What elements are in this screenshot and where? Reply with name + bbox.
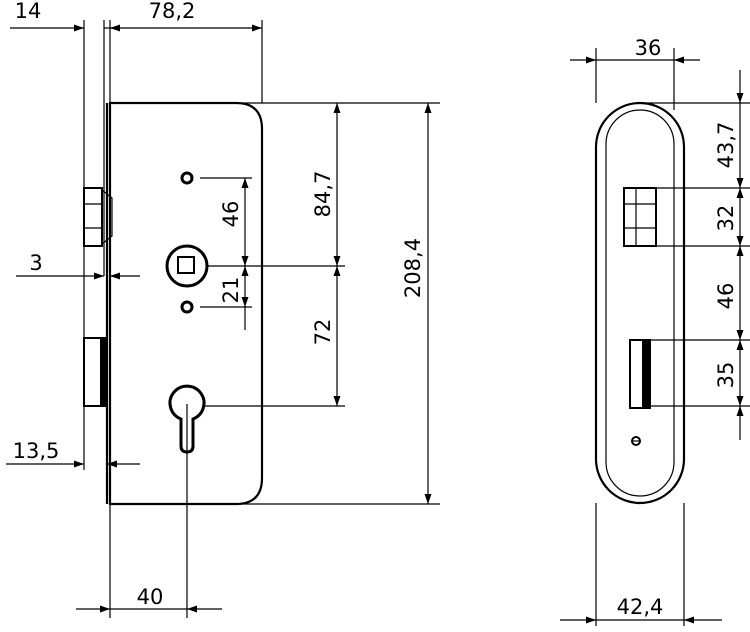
dim-label-35: 35 bbox=[714, 362, 738, 389]
dim-label-36: 36 bbox=[635, 36, 662, 60]
screw-hole-top bbox=[180, 171, 194, 185]
faceplate-inner bbox=[605, 109, 675, 497]
dim-label-208-4: 208,4 bbox=[401, 238, 425, 298]
dead-bolt bbox=[83, 337, 107, 407]
dim-label-84-7: 84,7 bbox=[311, 171, 335, 218]
dim-label-72: 72 bbox=[311, 319, 335, 346]
dim-label-42-4: 42,4 bbox=[617, 595, 664, 619]
front-view: 14 78,2 46 21 84,7 72 208,4 3 13,5 40 bbox=[6, 0, 440, 618]
dim-label-43-7: 43,7 bbox=[714, 122, 738, 169]
latch-bolt bbox=[83, 187, 113, 247]
dim-label-32: 32 bbox=[714, 205, 738, 232]
dim-label-40: 40 bbox=[137, 585, 164, 609]
follower-spindle bbox=[165, 244, 209, 288]
dim-label-78-2: 78,2 bbox=[149, 0, 196, 23]
dim-label-3: 3 bbox=[29, 251, 42, 275]
dim-label-21: 21 bbox=[219, 277, 243, 304]
dim-label-46-front: 46 bbox=[219, 201, 243, 228]
dim-label-46-side: 46 bbox=[714, 283, 738, 310]
dim-label-14: 14 bbox=[15, 0, 42, 23]
latch-bolt-face bbox=[623, 187, 657, 247]
dead-bolt-face bbox=[629, 339, 651, 409]
dim-label-13-5: 13,5 bbox=[13, 439, 60, 463]
side-view: 36 43,7 32 46 35 42,4 bbox=[560, 36, 750, 626]
screw-hole-bottom bbox=[180, 300, 194, 314]
